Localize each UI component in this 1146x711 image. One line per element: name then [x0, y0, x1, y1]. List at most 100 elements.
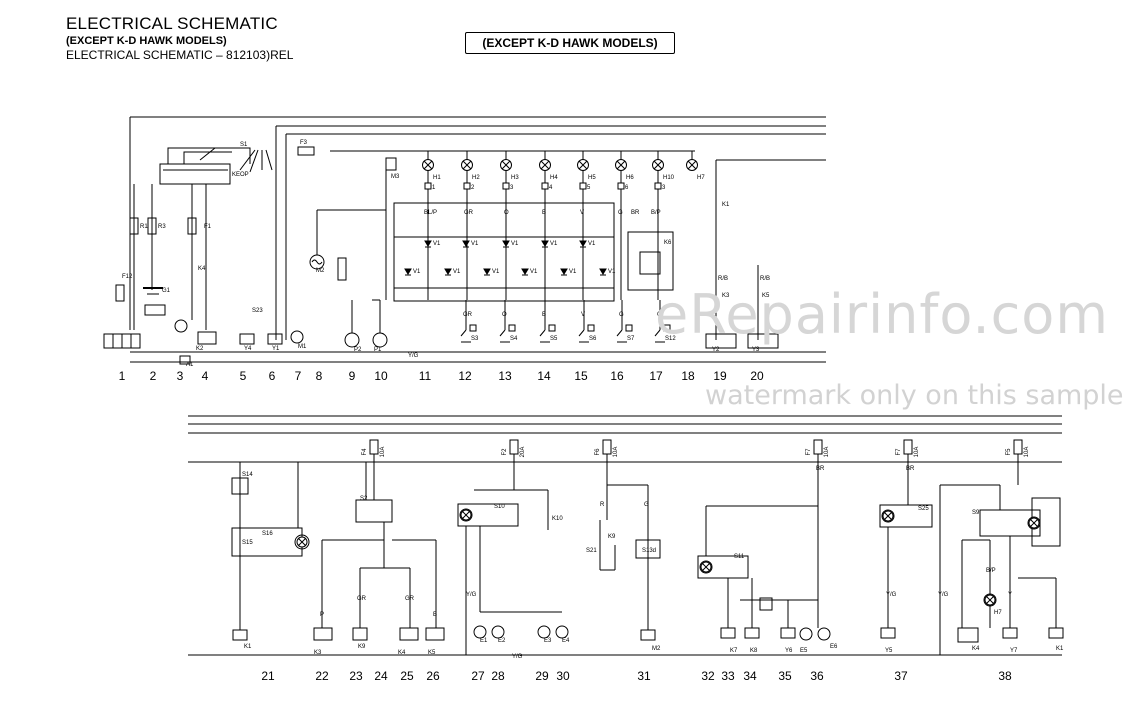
wire-color-label: V — [580, 210, 584, 216]
lamp-label: H3 — [511, 175, 519, 181]
circuit-number: 14 — [537, 369, 551, 383]
fuse-rating: 10A — [824, 447, 830, 458]
lamp-connector — [463, 182, 471, 190]
relay-label: K4 — [398, 650, 406, 656]
lamp-label: E1 — [480, 638, 488, 644]
fuse-label: F6 — [595, 448, 601, 456]
sensor-connector — [587, 324, 595, 332]
lamp-pin: 5 — [587, 185, 591, 191]
component-label: K3 — [722, 293, 730, 299]
diode-icon — [579, 240, 587, 247]
sensor-wire-color: B — [542, 312, 546, 318]
circuit-number: 16 — [610, 369, 624, 383]
diode-icon — [502, 240, 510, 247]
sensor-connector — [548, 324, 556, 332]
relay-label: K3 — [314, 650, 322, 656]
diode-icon — [404, 268, 412, 275]
lamp-pin: 2 — [471, 185, 475, 191]
diode-icon — [541, 240, 549, 247]
schematic-subtitle: (EXCEPT K-D HAWK MODELS) — [66, 35, 227, 47]
diode-label: V1 — [453, 269, 461, 275]
fuse-label: F4 — [362, 448, 368, 456]
fuse-label: F7 — [896, 448, 902, 456]
wire-color-label: Y/G — [938, 592, 949, 598]
circuit-number: 21 — [261, 669, 275, 683]
circuit-number: 25 — [400, 669, 414, 683]
sensor-label: S7 — [627, 336, 635, 342]
lamp-h10-icon — [652, 159, 664, 171]
circuit-number: 8 — [316, 369, 323, 383]
circuit-number: 10 — [374, 369, 388, 383]
component-label: A1 — [186, 362, 194, 368]
wire-color-label: B — [433, 612, 437, 618]
lamp-h5-icon-x2 — [578, 160, 588, 170]
component-label: F12 — [122, 274, 133, 280]
circuit-number: 18 — [681, 369, 695, 383]
sensor-wire-color: GR — [463, 312, 473, 318]
sensor-label: S12 — [665, 336, 676, 342]
sensor-label: S3 — [471, 336, 479, 342]
lamp-pin: 1 — [432, 185, 436, 191]
component-label: K2 — [196, 346, 204, 352]
wire-color-label: GR — [405, 596, 415, 602]
lamp-pin: 6 — [625, 185, 629, 191]
sensor-connector — [663, 324, 671, 332]
fuse-label: F2 — [502, 448, 508, 456]
lamp-icon — [296, 536, 308, 548]
lamp-connector — [424, 182, 432, 190]
lamp-h4-icon — [539, 159, 551, 171]
circuit-number: 17 — [649, 369, 663, 383]
circuit-number: 20 — [750, 369, 764, 383]
switch-label: K9 — [608, 534, 616, 540]
component-label: Y2 — [712, 347, 720, 353]
wire-color-label: P — [320, 612, 324, 618]
switch-label: S14 — [242, 472, 253, 478]
component-label: G1 — [162, 288, 171, 294]
lamp-icon-x2 — [702, 563, 710, 571]
sensor-switch — [539, 329, 546, 337]
sensor-switch — [460, 329, 467, 337]
lamp-h5-icon — [577, 159, 589, 171]
circuit-number: 24 — [374, 669, 388, 683]
relay-label: Y6 — [785, 648, 793, 654]
relay-label: K4 — [972, 646, 980, 652]
circuit-number: 15 — [574, 369, 588, 383]
component-label: F1 — [204, 224, 212, 230]
component-label: Y3 — [752, 347, 760, 353]
wire-color-label: GR — [464, 210, 474, 216]
fuse-label: F7 — [806, 448, 812, 456]
wire-color-label: R/B — [760, 276, 770, 282]
diode-icon — [560, 268, 568, 275]
circuit-number: 26 — [426, 669, 440, 683]
relay-label: K5 — [428, 650, 436, 656]
fuse-label: F5 — [1006, 448, 1012, 456]
diode-icon — [599, 268, 607, 275]
circuit-number: 33 — [721, 669, 735, 683]
lamp-h6-icon — [615, 159, 627, 171]
lamp-label: H5 — [588, 175, 596, 181]
lamp-h10-icon-x2 — [653, 160, 663, 170]
key-positions: KEOP — [232, 172, 249, 178]
lamp-connector — [654, 182, 662, 190]
component-label: R1 — [140, 224, 148, 230]
circuit-number: 19 — [713, 369, 727, 383]
component-label: K5 — [762, 293, 770, 299]
sensor-switch — [499, 329, 506, 337]
lamp-label: H7 — [994, 610, 1002, 616]
component-label: S23 — [252, 308, 263, 314]
circuit-number: 30 — [556, 669, 570, 683]
diode-label: V1 — [608, 269, 616, 275]
diode-icon — [462, 240, 470, 247]
lamp-connector — [541, 182, 549, 190]
lamp-h2-icon-x2 — [462, 160, 472, 170]
switch-label: S11 — [734, 554, 745, 560]
component-label: M1 — [298, 344, 307, 350]
sensor-label: S5 — [550, 336, 558, 342]
switch-label: K10 — [552, 516, 563, 522]
wire-color-label: BR — [906, 466, 915, 472]
circuit-number: 9 — [349, 369, 356, 383]
sensor-wire-color: G — [619, 312, 624, 318]
lamp-connector — [502, 182, 510, 190]
circuit-number: 28 — [491, 669, 505, 683]
relay-label: Y5 — [885, 648, 893, 654]
